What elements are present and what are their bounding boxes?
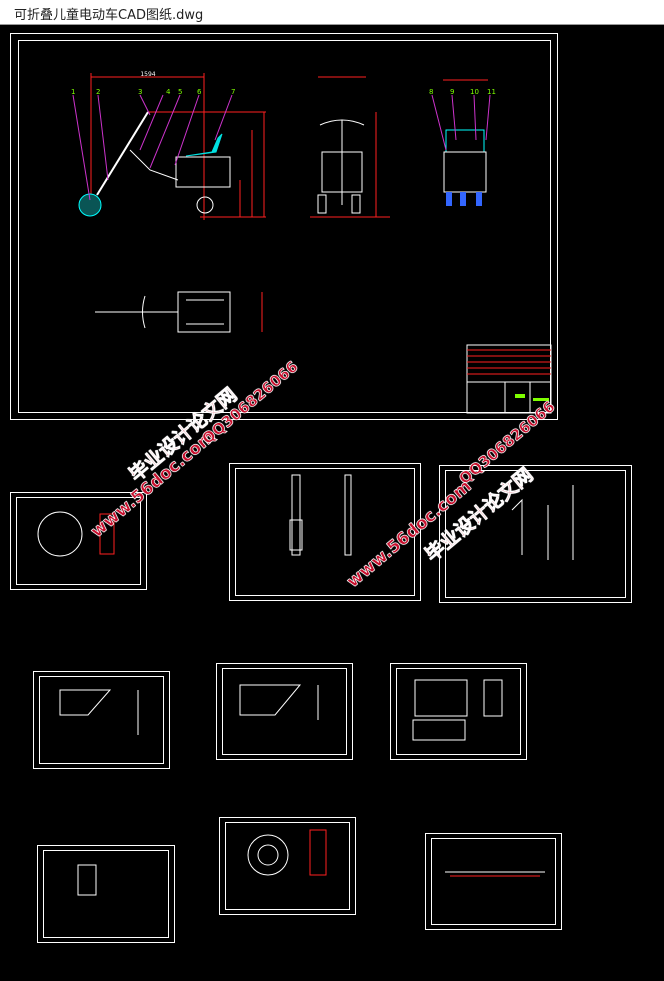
sheet-part-7[interactable]	[37, 845, 175, 943]
svg-text:10: 10	[470, 88, 479, 96]
sheet-part-4[interactable]	[33, 671, 170, 769]
sheet-part-2[interactable]	[229, 463, 421, 601]
svg-text:3: 3	[138, 88, 142, 96]
window-title: 可折叠儿童电动车CAD图纸.dwg	[14, 8, 204, 23]
svg-text:11: 11	[487, 88, 496, 96]
rear-balloons: 8 9 10 11	[429, 88, 496, 96]
svg-text:9: 9	[450, 88, 454, 96]
svg-text:7: 7	[231, 88, 235, 96]
sheet-part-6[interactable]	[390, 663, 527, 760]
svg-text:1: 1	[71, 88, 75, 96]
sheet-part-9[interactable]	[425, 833, 562, 930]
sheet-part-5[interactable]	[216, 663, 353, 760]
svg-text:2: 2	[96, 88, 100, 96]
top-view	[95, 291, 263, 333]
sheet-part-1[interactable]	[10, 492, 147, 590]
rear-view	[431, 79, 491, 206]
sheet-part-8[interactable]	[219, 817, 356, 915]
svg-text:8: 8	[429, 88, 433, 96]
side-balloons: 1 2 3 4 5 6 7	[71, 88, 235, 96]
part-drawings	[37, 474, 574, 896]
sheet-assembly[interactable]	[10, 33, 558, 420]
side-view	[72, 73, 266, 220]
dimension-label: 1594	[140, 71, 155, 78]
title-bar: 可折叠儿童电动车CAD图纸.dwg	[0, 0, 664, 25]
drawing-canvas[interactable]	[0, 25, 664, 981]
svg-text:5: 5	[178, 88, 182, 96]
svg-text:4: 4	[166, 88, 171, 96]
svg-text:6: 6	[197, 88, 202, 96]
sheet-part-3[interactable]	[439, 465, 632, 603]
front-view	[310, 76, 390, 218]
title-block	[466, 344, 552, 414]
